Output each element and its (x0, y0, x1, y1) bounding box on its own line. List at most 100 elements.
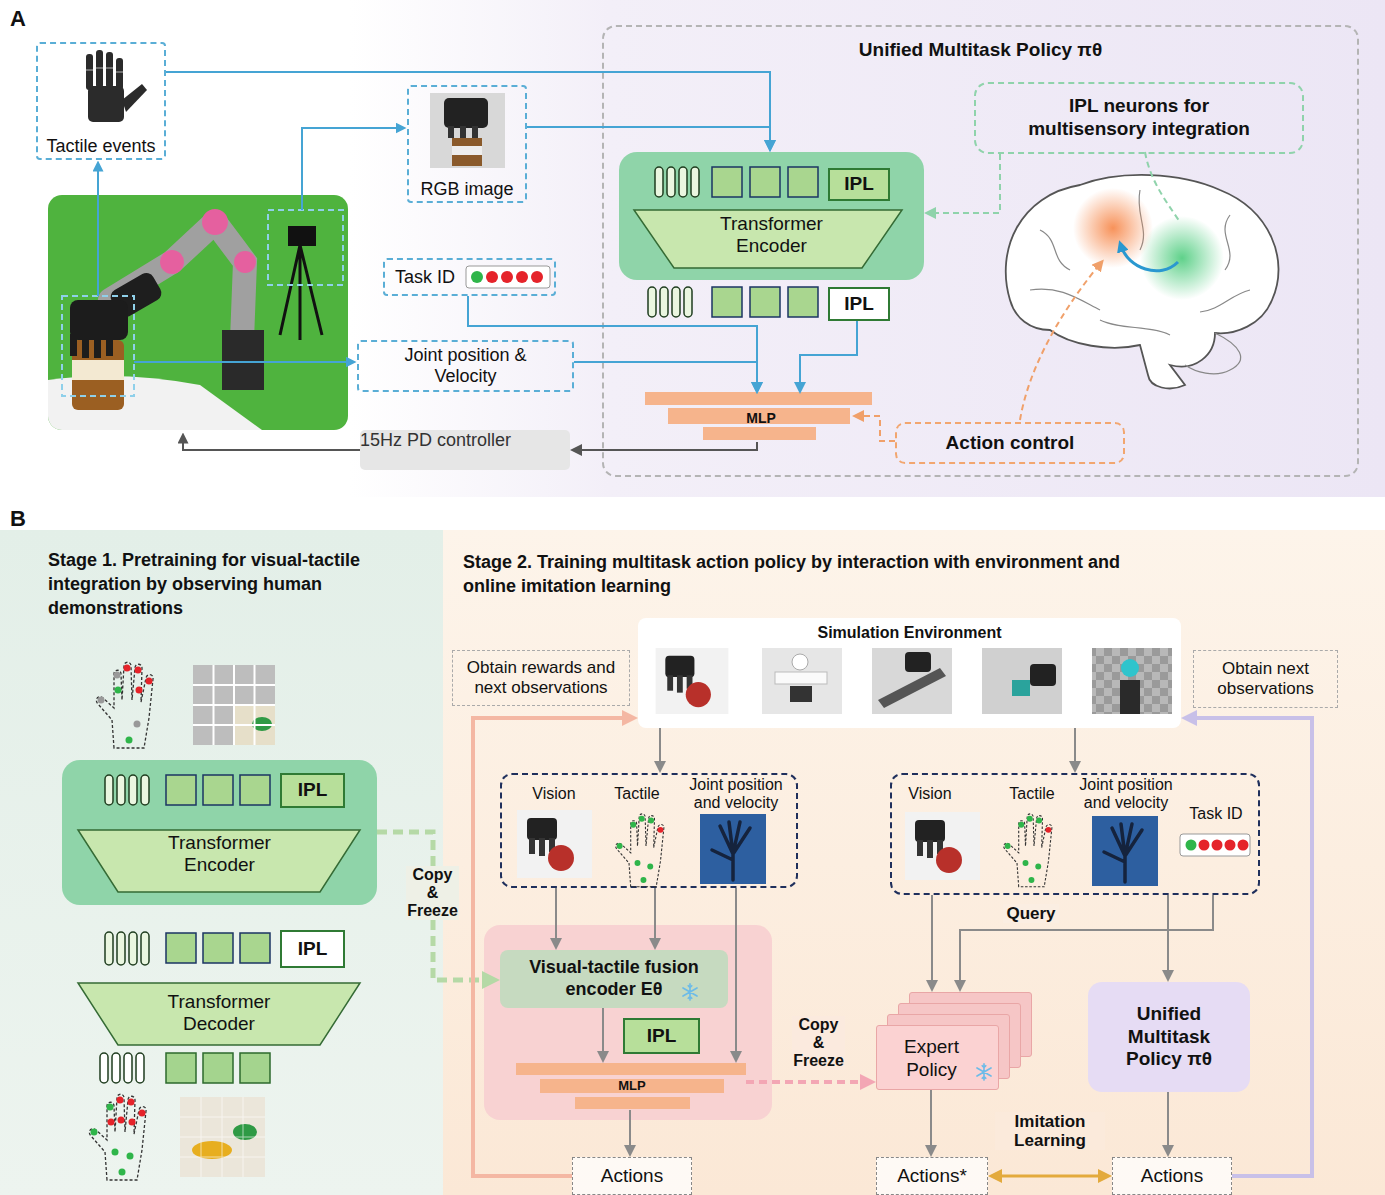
brain (1100, 320, 1170, 335)
robot-photo (70, 334, 77, 356)
environment-box: Simulation Environment (638, 618, 1181, 728)
panel-letter: A (10, 6, 26, 32)
reconstructed-image (192, 1141, 232, 1159)
human-hand (89, 1094, 146, 1180)
text-slot: Imitation Learning (995, 1112, 1105, 1150)
label-text: Tactile (1002, 784, 1062, 803)
connector (1167, 895, 1169, 976)
task-id-dots (466, 266, 550, 288)
human-hand (112, 1149, 119, 1156)
token-row (203, 1053, 233, 1083)
token-row (105, 167, 699, 965)
trapezoid (78, 210, 902, 1045)
robot-photo (72, 360, 124, 380)
robot-hand-icon (96, 50, 103, 88)
token-row (660, 287, 668, 317)
connector (629, 1110, 631, 1151)
robot-photo (280, 245, 322, 340)
robot-photo (234, 251, 256, 273)
label-text: Obtain next observations (1204, 659, 1327, 700)
rgb-photo (430, 93, 505, 168)
token-row (124, 1053, 132, 1083)
trapezoid (634, 210, 902, 268)
robot-hand-icon (122, 84, 147, 112)
text-slot: A (10, 6, 26, 32)
text-slot: Vision (900, 784, 960, 803)
input-box: Tactile events (36, 42, 166, 160)
token-row (788, 167, 818, 197)
reconstructed-image (233, 1124, 257, 1140)
connector (468, 296, 757, 388)
robot-photo (202, 209, 228, 235)
ipl-token: IPL (623, 1018, 700, 1054)
label-text: IPL (844, 293, 874, 316)
callout-box: Action control (895, 422, 1125, 464)
token-row (691, 167, 699, 197)
human-hand (640, 877, 646, 883)
observation-image (700, 814, 766, 884)
label-text: Task ID (1178, 804, 1254, 823)
human-hand (126, 737, 133, 744)
robot-photo (160, 250, 184, 274)
human-hand (96, 662, 153, 748)
label-text: Unified Multitask Policy πθ (604, 39, 1357, 62)
signal-line (98, 128, 401, 362)
connector (377, 832, 491, 980)
brain (1006, 175, 1279, 388)
masked-image (252, 717, 272, 731)
text-slot: Copy & Freeze (406, 866, 459, 920)
reconstructed-image (180, 1097, 265, 1177)
token-row (166, 933, 196, 963)
connector (602, 1008, 604, 1057)
text-slot: MLP (670, 410, 852, 426)
label-text: RGB image (409, 179, 525, 201)
freeze-icon (683, 984, 991, 1080)
robot-hand-icon (106, 52, 113, 88)
text-slot: Transformer Decoder (78, 991, 360, 1035)
label-text: Actions (601, 1165, 663, 1188)
connector (960, 895, 1213, 986)
token-row (166, 1053, 196, 1083)
rgb-photo (430, 93, 505, 168)
robot-photo (222, 330, 264, 390)
label-text: Joint position & Velocity (387, 345, 544, 387)
connector (574, 362, 757, 388)
observation-image (1225, 840, 1236, 851)
token-row (203, 933, 233, 963)
rgb-photo (460, 126, 466, 138)
connector (527, 127, 770, 146)
sim-image (1120, 680, 1140, 714)
freeze-icon (977, 1064, 991, 1080)
trapezoid (78, 983, 360, 1045)
panel-a-ground (350, 0, 1385, 497)
connector (654, 888, 656, 944)
ipl-token: IPL (280, 930, 345, 968)
label-text: Joint position and velocity (680, 776, 792, 812)
signal-line (134, 361, 351, 363)
label-text: MLP (540, 1079, 724, 1093)
robot-photo (94, 334, 101, 358)
brain (1140, 216, 1224, 300)
token-row (672, 287, 680, 317)
task-id-dots (516, 271, 528, 283)
mlp-bar (516, 392, 872, 1109)
token-row (750, 167, 780, 197)
text-slot: Query (1003, 904, 1059, 923)
observation-image (1212, 840, 1223, 851)
text-slot: Joint position and velocity (680, 776, 792, 812)
photo-callout-box (62, 210, 343, 396)
robot-photo (108, 270, 165, 320)
output-box: Actions* (876, 1157, 988, 1195)
human-hand (1036, 818, 1042, 824)
human-hand (1005, 843, 1011, 849)
token-row (679, 167, 687, 197)
label-text: Transformer Decoder (163, 991, 275, 1035)
label-text: IPL (844, 173, 874, 196)
rgb-photo (452, 138, 482, 166)
mlp-bar (668, 408, 850, 424)
brain (1200, 290, 1250, 312)
label-text: Simulation Environment (638, 623, 1181, 642)
rgb-photo (472, 126, 478, 138)
token-row (112, 1053, 120, 1083)
label-text: IPL (298, 779, 328, 802)
